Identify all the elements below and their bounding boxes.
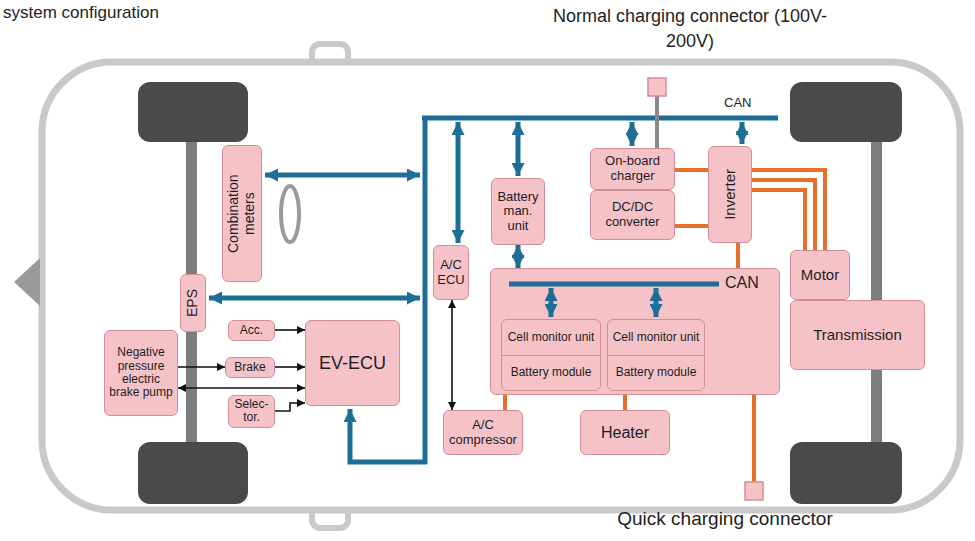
component-box: Transmission [790,300,925,370]
node-text: Motor [801,267,839,284]
connector-line [451,300,453,410]
connector [518,245,519,268]
rear-axle [871,138,882,444]
connector [275,367,305,368]
connector-line [752,180,815,250]
can-bus [509,282,719,287]
can-branch [516,122,521,176]
can-bus [422,116,778,121]
node-text: A/C ECU [436,258,466,287]
connector-label: Quick charging connector [560,507,890,531]
connector [275,330,305,331]
can-branch [654,288,659,317]
node-text: EPS [185,289,201,317]
connector [452,300,453,410]
charging-cable [655,96,659,148]
connector-line [275,329,305,331]
connector [738,243,739,268]
component-box: Heater [580,410,670,455]
charging-connector [745,482,763,500]
component-box: A/C compressor [443,410,523,455]
display-box: Combination meters [222,145,262,282]
component-box: Negative pressure electric brake pump [104,330,178,416]
battery-pack: CAN Cell monitor unitBattery moduleCell m… [490,268,780,395]
connector-line [623,395,627,410]
connector-line [752,190,805,250]
battery-module-box: Cell monitor unitBattery module [501,319,601,391]
charging-connector [648,78,666,96]
input-box: Selec- tor. [228,395,275,428]
node-text: DC/DC converter [593,200,672,229]
connector-line [275,366,305,368]
node-subtext: Battery module [608,355,704,391]
node-text: Cell monitor unit [502,320,600,355]
connector [178,388,305,389]
connector [505,395,506,410]
controller-box: A/C ECU [433,245,469,300]
connector-line [178,366,225,368]
battery-module-box: Cell monitor unitBattery module [607,319,705,391]
connector [675,170,708,171]
component-box: DC/DC converter [590,190,675,240]
can-branch [350,409,427,462]
can-branch [265,173,420,178]
node-text: Acc. [240,324,263,337]
node-text: Heater [601,424,649,442]
connector [625,395,626,410]
can-branch [549,288,554,317]
wheel [790,442,902,504]
connector [275,403,305,411]
can-bus [423,116,428,464]
wheel [138,82,248,142]
node-text: Inverter [722,169,739,220]
node-text: Combination meters [226,164,257,264]
node-text: EV-ECU [319,353,386,373]
connector-line [736,243,740,268]
front-arrow [14,258,40,306]
connector-label: Normal charging connector (100V-200V) [540,4,840,54]
node-text: Transmission [813,327,902,344]
input-box: Acc. [228,320,275,341]
connector-line [516,245,521,268]
can-branch [630,122,635,146]
component-box: On-board charger [590,148,675,190]
can-branch [209,296,420,301]
node-text: Negative pressure electric brake pump [107,346,175,400]
component-box: Motor [790,250,850,300]
connector-line [675,224,708,228]
node-text: Selec- tor. [231,398,272,425]
connector [178,367,225,368]
component-box: Inverter [708,146,752,243]
controller-box: EV-ECU [305,320,400,406]
wheel [138,442,248,504]
connector-line [275,403,305,411]
node-text: CAN [725,274,759,292]
can-branch [456,122,461,243]
high-voltage-cable [752,395,756,482]
connector [675,226,708,227]
wheel [790,82,902,142]
node-text: A/C compressor [446,418,520,447]
connector-line [503,395,507,410]
node-text: Battery man. unit [494,190,542,234]
node-text: Brake [234,361,265,374]
connector-line [752,170,825,250]
input-box: Brake [225,357,275,378]
component-box: EPS [180,274,206,332]
diagram-title: system configuration [3,3,159,23]
bus-label: CAN [724,95,774,111]
steering-wheel-symbol [281,186,299,242]
controller-box: Battery man. unit [491,178,545,245]
node-text: On-board charger [593,154,672,183]
car-body-outline [42,62,960,510]
node-subtext: Battery module [502,355,600,391]
connector-line [675,168,708,172]
connector [752,170,825,250]
can-branch [740,122,745,144]
node-text: Cell monitor unit [608,320,704,355]
connector-line [178,387,305,389]
